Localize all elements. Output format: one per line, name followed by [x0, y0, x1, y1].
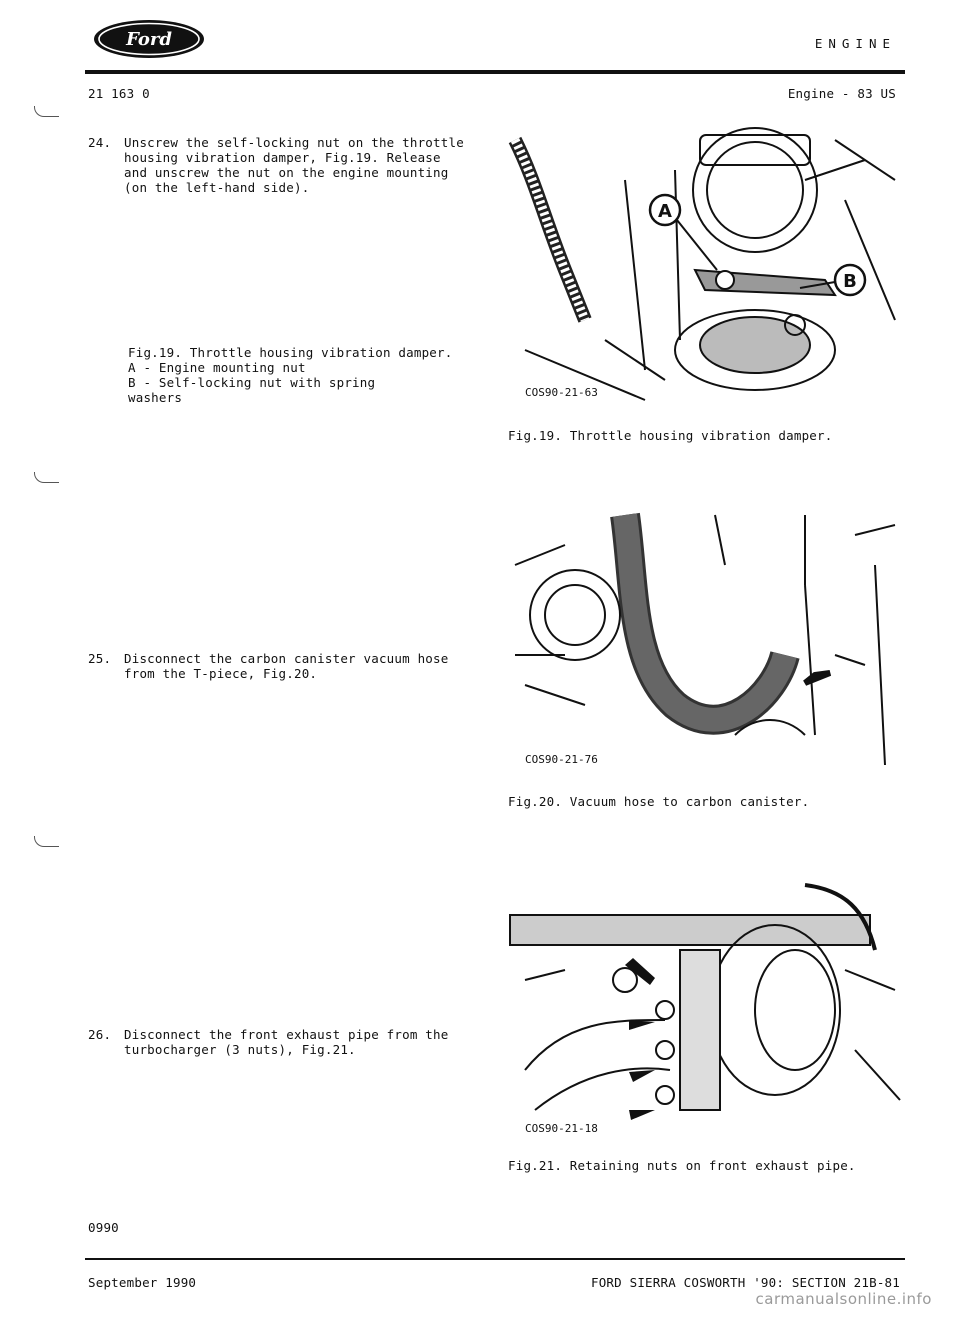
ford-logo-text: Ford: [125, 29, 172, 50]
fig20-caption: Fig.20. Vacuum hose to carbon canister.: [508, 794, 810, 809]
step-26: 26. Disconnect the front exhaust pipe fr…: [88, 1027, 478, 1057]
fig19-label-a: A: [658, 201, 672, 222]
fig19-label-b: B: [843, 271, 857, 292]
margin-mark: [34, 106, 59, 117]
fig21-illustration: COS90-21-18: [505, 870, 905, 1140]
watermark: carmanualsonline.info: [755, 1290, 932, 1308]
fig19-illustration: A B COS90-21-63: [505, 120, 905, 410]
fig19-caption: Fig.19. Throttle housing vibration dampe…: [508, 428, 833, 443]
footer-code: 0990: [88, 1220, 119, 1235]
step-text: Disconnect the front exhaust pipe from t…: [124, 1027, 449, 1057]
fig20-code: COS90-21-76: [525, 753, 598, 766]
step-number: 26.: [88, 1027, 112, 1042]
fig19-legend: Fig.19. Throttle housing vibration dampe…: [128, 345, 453, 405]
fig19-code: COS90-21-63: [525, 386, 598, 399]
header-rule: [85, 70, 905, 74]
step-number: 25.: [88, 651, 112, 666]
step-text: Unscrew the self-locking nut on the thro…: [124, 135, 464, 195]
footer-date: September 1990: [88, 1275, 197, 1290]
step-25: 25. Disconnect the carbon canister vacuu…: [88, 651, 478, 681]
margin-mark: [34, 472, 59, 483]
footer-rule: [85, 1258, 905, 1260]
doc-number: 21 163 0: [88, 86, 150, 101]
fig21-code: COS90-21-18: [525, 1122, 598, 1135]
step-text: Disconnect the carbon canister vacuum ho…: [124, 651, 449, 681]
ford-logo: Ford: [94, 20, 204, 58]
engine-code: Engine - 83 US: [787, 86, 896, 101]
step-number: 24.: [88, 135, 112, 150]
step-24: 24. Unscrew the self-locking nut on the …: [88, 135, 478, 195]
fig20-illustration: COS90-21-76: [505, 505, 905, 775]
fig21-caption: Fig.21. Retaining nuts on front exhaust …: [508, 1158, 856, 1173]
section-title: ENGINE: [814, 36, 896, 51]
footer-reference: FORD SIERRA COSWORTH '90: SECTION 21B-81: [590, 1275, 900, 1290]
margin-mark: [34, 836, 59, 847]
